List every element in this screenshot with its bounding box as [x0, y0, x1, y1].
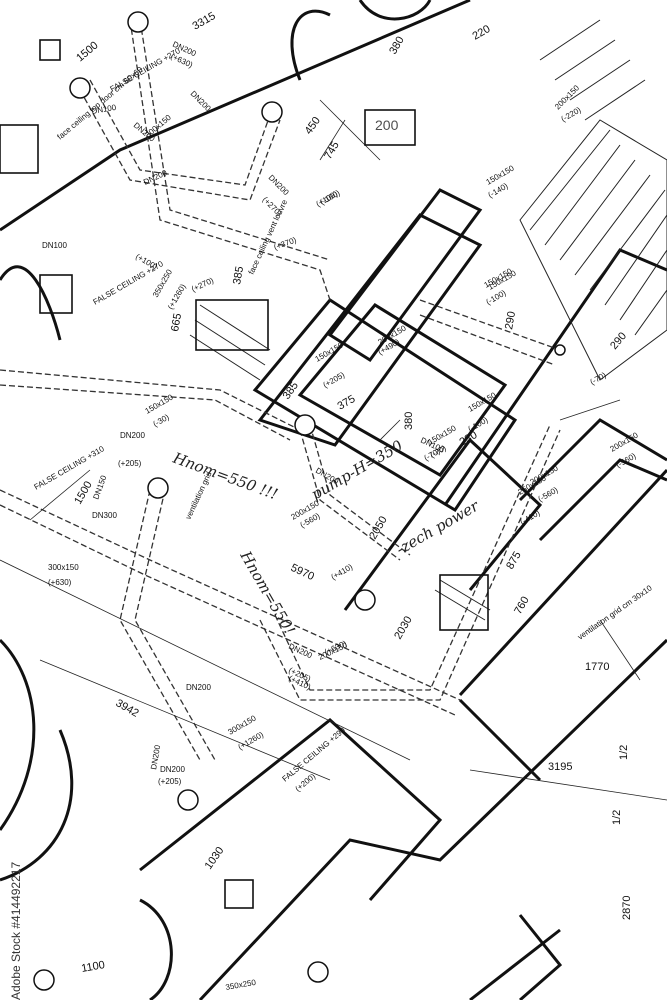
elevation-label: (+630)	[48, 578, 72, 587]
dimension-label: 1770	[585, 661, 609, 673]
curved-features	[0, 0, 432, 1002]
duct-label: DN200	[186, 683, 211, 692]
stair-hatch	[189, 19, 667, 621]
duct-label: DN200	[160, 765, 185, 774]
dimension-label: 1/2	[618, 745, 630, 760]
dimension-label: 1/2	[611, 810, 623, 825]
dimension-lines	[0, 99, 667, 801]
duct-label: DN300	[92, 511, 117, 520]
duct-label: DN100	[91, 103, 118, 116]
dimension-label: 1100	[80, 959, 105, 975]
dimension-label: 3195	[548, 761, 572, 773]
diffusers	[33, 11, 566, 991]
elevation-label: (+205)	[118, 459, 142, 468]
watermark-text: Adobe Stock #414492217	[9, 862, 23, 1000]
duct-label: DN100	[42, 241, 67, 250]
duct-size-label: 300x150	[48, 563, 79, 572]
elevation-label: (+205)	[158, 777, 182, 786]
dimension-label: 665	[169, 312, 184, 332]
duct-label: DN200	[120, 431, 145, 440]
dimension-label: 385	[231, 265, 246, 285]
watermark: Adobe Stock #414492217	[9, 862, 23, 1000]
equipment-boxes	[0, 39, 489, 909]
duct-runs	[0, 19, 561, 761]
dimension-label: 290	[503, 310, 518, 330]
duct-label: DN200	[149, 744, 162, 771]
dimension-label: 2870	[621, 896, 633, 920]
logo-text: 200	[375, 117, 399, 133]
dimension-label: 380	[403, 412, 415, 430]
stock-logo: 200	[375, 117, 399, 133]
